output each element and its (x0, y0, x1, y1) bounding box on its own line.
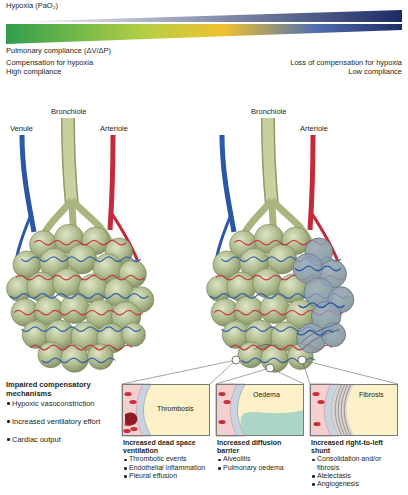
hypoxia-wedge (6, 10, 402, 22)
inset-text: Increased dead space ventilationThrombot… (123, 439, 211, 480)
inset-panel: OedemaIncreased diffusion barrierAlveoli… (216, 384, 304, 436)
inset-label: Thrombosis (157, 405, 194, 413)
healthy-lung (7, 224, 154, 372)
bullet-item: Endothelial inflammation (123, 464, 211, 472)
inset-heading: Increased diffusion barrier (217, 439, 305, 455)
compliance-wedge (6, 24, 402, 44)
bullet-item: Increased ventilatory effort (6, 417, 408, 426)
inset-heading: Increased right-to-left shunt (311, 439, 399, 455)
shunt-inset (310, 384, 398, 436)
callout-circles (232, 356, 306, 372)
dead-space-inset (122, 384, 210, 436)
section-heading: Impaired compensatory mechanisms (6, 380, 118, 398)
bullet-item: Consolidation and/or fibrosis (311, 455, 399, 471)
state-label: Loss of compensation for hypoxia (290, 58, 402, 67)
bullet-item: Thrombotic events (123, 455, 211, 463)
diseased-lung (207, 224, 354, 372)
inset-heading: Increased dead space ventilation (123, 439, 211, 455)
diffusion-inset (216, 384, 304, 436)
airway-label: Bronchiole (251, 107, 286, 116)
state-label: High compliance (6, 67, 61, 76)
bullet-item: Hypoxic vasoconstriction (6, 399, 408, 408)
fibrotic-strands (254, 324, 339, 350)
bullet-item: Angiogenesis (311, 480, 399, 488)
bullet-item: Pleural effusion (123, 472, 211, 480)
state-label: Low compliance (348, 67, 402, 76)
axis-label: Hypoxia (PaO₂) (6, 1, 58, 10)
bullet-item: Atelectasis (311, 472, 399, 480)
leader-lines (122, 360, 398, 384)
bullet-item: Pulmonary oedema (217, 464, 305, 472)
axis-label: Pulmonary compliance (ΔV/ΔP) (6, 46, 111, 55)
inset-text: Increased right-to-left shuntConsolidati… (311, 439, 399, 488)
inset-panel: ThrombosisIncreased dead space ventilati… (122, 384, 210, 436)
vessel-label: Arteriole (300, 124, 328, 133)
inset-text: Increased diffusion barrierAlveolitisPul… (217, 439, 305, 472)
vessel-label: Arteriole (100, 124, 128, 133)
venous-capillaries (295, 266, 345, 335)
bullet-item: Alveolitis (217, 455, 305, 463)
airway-label: Bronchiole (51, 107, 86, 116)
inset-panel: FibrosisIncreased right-to-left shuntCon… (310, 384, 398, 436)
inset-label: Oedema (253, 391, 280, 399)
vessel-label: Venule (10, 124, 33, 133)
inset-label: Fibrosis (359, 391, 384, 399)
damaged-alveoli (293, 238, 354, 353)
state-label: Compensation for hypoxia (6, 58, 93, 67)
